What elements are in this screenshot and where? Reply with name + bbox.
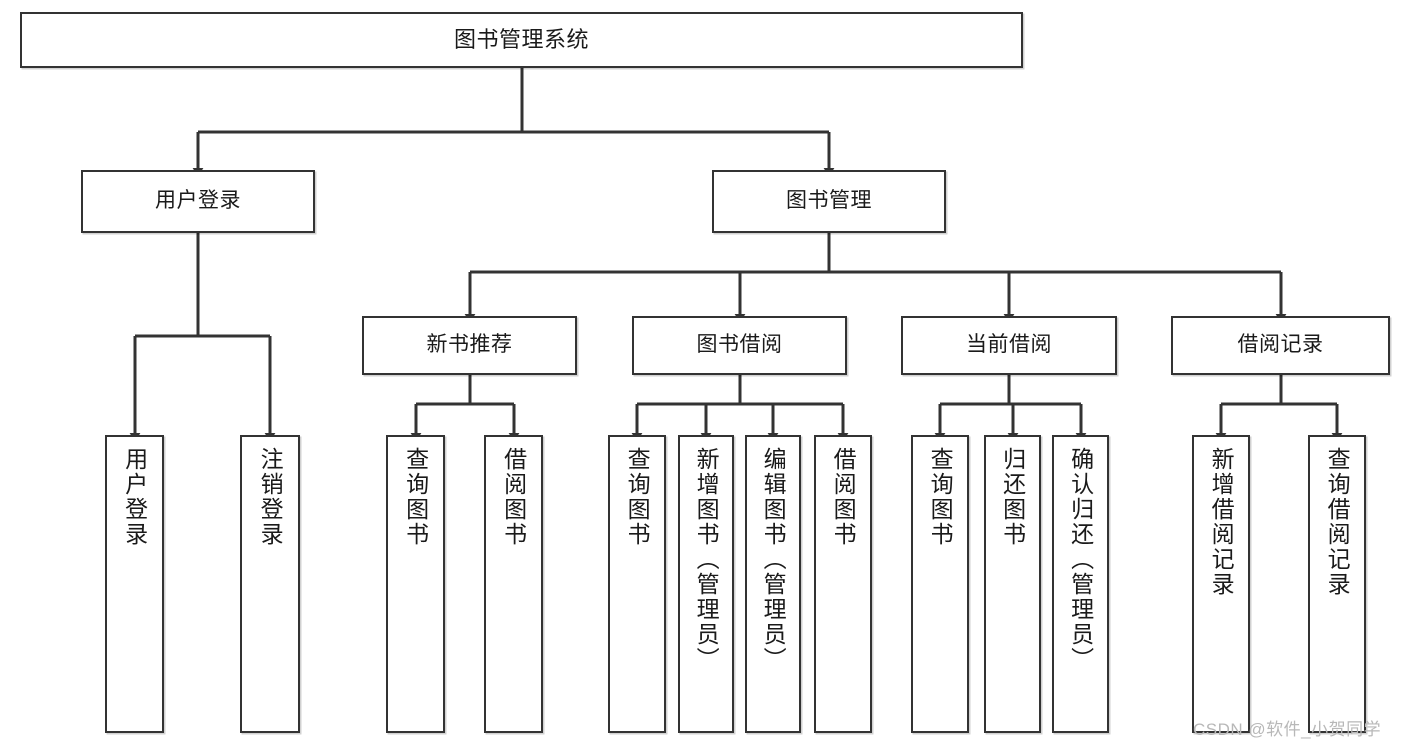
node-label: 借阅图书 (830, 447, 857, 547)
node-label: 查询图书 (927, 447, 954, 547)
node-label: 新书推荐 (426, 333, 513, 357)
node-label: 借阅记录 (1237, 333, 1324, 357)
node-label: 查询图书 (624, 447, 651, 547)
node-leaf-query-book-cur: 查询图书 (911, 435, 969, 733)
node-leaf-add-book: 新增图书（管理员） (678, 435, 734, 733)
node-label: 用户登录 (155, 189, 241, 213)
node-book-manage: 图书管理 (712, 170, 946, 233)
node-label: 图书管理系统 (453, 27, 589, 53)
node-leaf-return-book: 归还图书 (984, 435, 1041, 733)
node-leaf-user-login: 用户登录 (105, 435, 164, 733)
node-label: 图书借阅 (696, 333, 783, 357)
node-current-borrow: 当前借阅 (901, 316, 1117, 375)
node-user-login: 用户登录 (81, 170, 315, 233)
node-label: 借阅图书 (500, 447, 527, 547)
node-label: 归还图书 (999, 447, 1026, 547)
node-label: 确认归还（管理员） (1067, 447, 1094, 672)
node-label: 查询借阅记录 (1324, 447, 1351, 597)
csdn-watermark: CSDN @软件_小贺同学 (1193, 720, 1382, 739)
node-book-borrow: 图书借阅 (632, 316, 847, 375)
node-label: 编辑图书（管理员） (760, 447, 787, 672)
node-leaf-edit-book: 编辑图书（管理员） (745, 435, 801, 733)
node-new-book-rec: 新书推荐 (362, 316, 577, 375)
node-label: 当前借阅 (966, 333, 1052, 357)
node-label: 新增图书（管理员） (693, 447, 720, 672)
node-leaf-add-record: 新增借阅记录 (1192, 435, 1250, 733)
node-leaf-borrow-book: 借阅图书 (814, 435, 872, 733)
node-leaf-logout: 注销登录 (240, 435, 300, 733)
node-label: 注销登录 (257, 447, 284, 547)
node-label: 图书管理 (786, 189, 872, 213)
node-label: 用户登录 (121, 447, 148, 547)
node-label: 查询图书 (402, 447, 429, 547)
node-borrow-record: 借阅记录 (1171, 316, 1390, 375)
node-leaf-query-book-rec: 查询图书 (386, 435, 445, 733)
node-label: 新增借阅记录 (1208, 447, 1235, 597)
node-leaf-confirm-return: 确认归还（管理员） (1052, 435, 1109, 733)
node-root: 图书管理系统 (20, 12, 1023, 68)
node-leaf-query-book: 查询图书 (608, 435, 666, 733)
node-leaf-query-record: 查询借阅记录 (1308, 435, 1366, 733)
node-leaf-borrow-book-rec: 借阅图书 (484, 435, 543, 733)
